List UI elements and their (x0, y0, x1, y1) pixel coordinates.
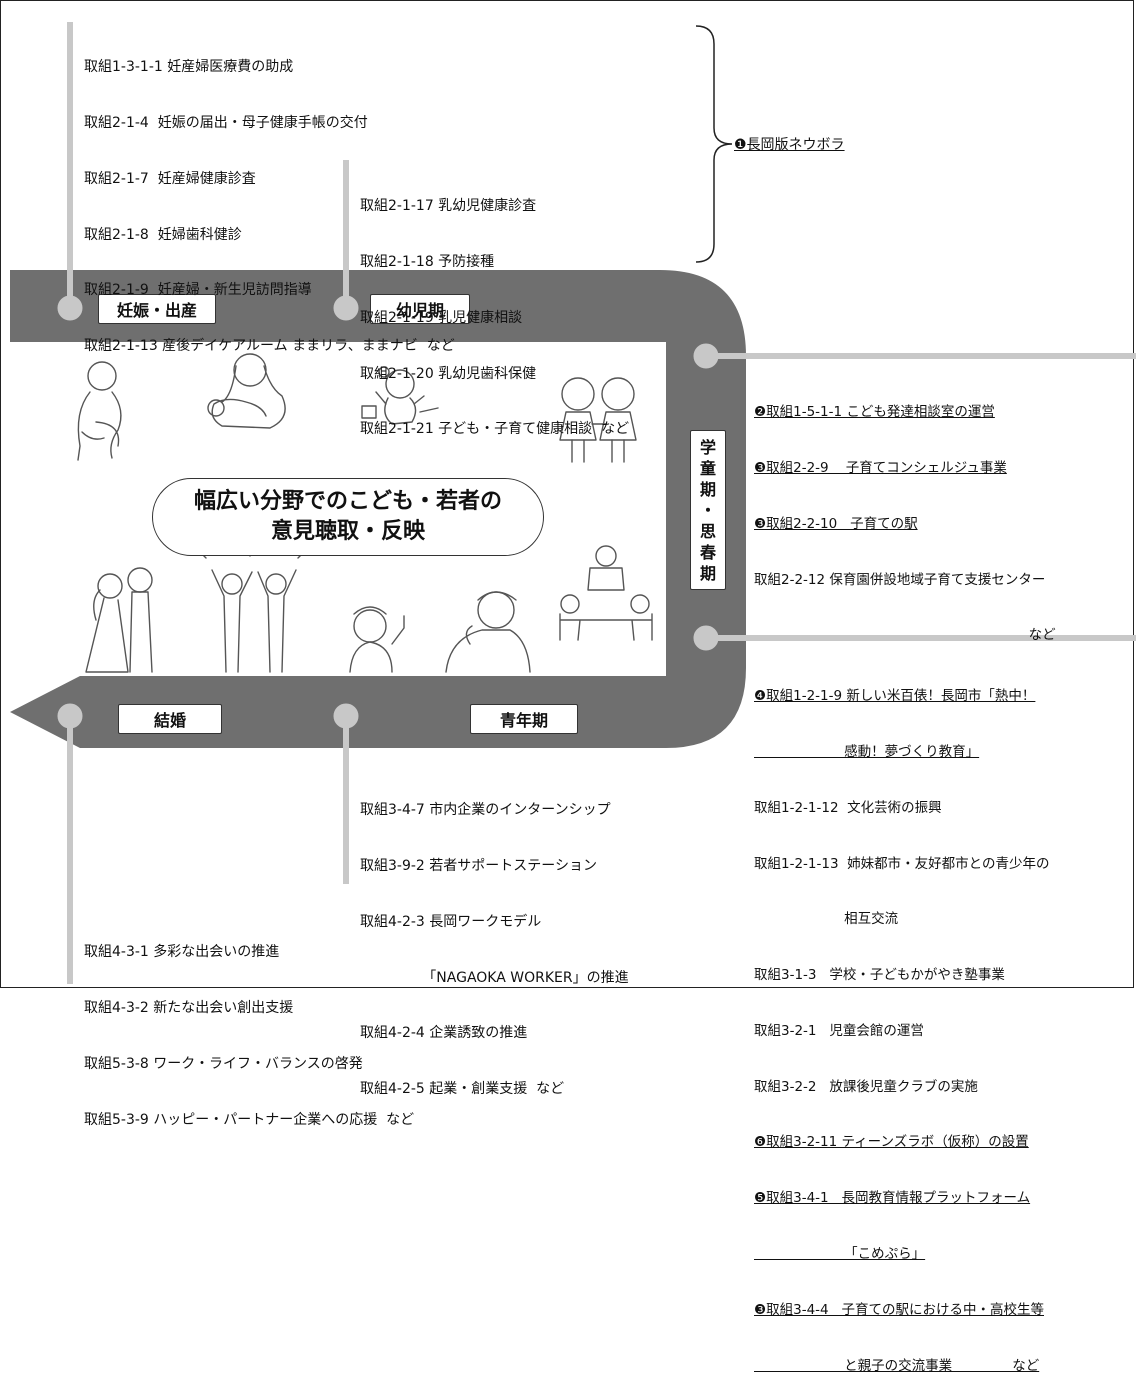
list-item: 取組3-2-1 児童会館の運営 (754, 1022, 924, 1039)
list-item: 取組1-2-1-13 姉妹都市・友好都市との青少年の (754, 855, 1050, 872)
meeting-group-illustration (559, 545, 653, 641)
list-item: 相互交流 (754, 911, 899, 928)
list-item: 取組3-1-3 学校・子どもかがやき塾事業 (754, 967, 1005, 984)
pin-school-upper (693, 343, 719, 369)
list-item: ❺取組3-4-1 長岡教育情報プラットフォーム (754, 1190, 1031, 1207)
stage-char: 思 (699, 521, 716, 541)
two-children-illustration (559, 377, 637, 463)
list-item: 取組1-3-1-1 妊産婦医療費の助成 (84, 59, 294, 76)
central-title-line1: 幅広い分野でのこども・若者の (193, 489, 502, 514)
list-item: 取組2-1-17 乳幼児健康診査 (360, 198, 537, 215)
girl-raising-finger-illustration (349, 606, 405, 673)
list-item: ❸取組2-2-9 子育てコンシェルジュ事業 (754, 459, 1007, 476)
list-item: ❹取組1-2-1-9 新しい米百俵！長岡市「熱中！ (754, 688, 1036, 705)
diagram-frame (0, 0, 1134, 988)
brace (695, 25, 733, 263)
list-infancy: 取組2-1-17 乳幼児健康診査 取組2-1-18 予防接種 取組2-1-19 … (360, 160, 629, 458)
list-item: ❸取組3-4-4 子育ての駅における中・高校生等 (754, 1301, 1044, 1318)
list-item: 取組3-9-2 若者サポートステーション (360, 857, 597, 874)
list-item: 取組4-3-2 新たな出会い創出支援 (84, 999, 294, 1016)
road-path (10, 270, 746, 748)
list-item: と親子の交流事業 など (754, 1357, 1040, 1374)
list-marriage: 取組4-3-1 多彩な出会いの推進 取組4-3-2 新たな出会い創出支援 取組5… (84, 906, 414, 1148)
list-item: など (754, 627, 1056, 644)
pin-infancy (333, 295, 359, 321)
stage-label-marriage: 結婚 (118, 704, 222, 734)
central-title-box: 幅広い分野でのこども・若者の 意見聴取・反映 (152, 478, 544, 556)
stage-char: 期 (699, 563, 716, 583)
list-item: 取組2-2-12 保育園併設地域子育て支援センター (754, 571, 1046, 588)
list-item: 感動！夢づくり教育」 (754, 743, 980, 760)
list-item: 取組5-3-8 ワーク・ライフ・バランスの啓発 (84, 1055, 363, 1072)
stage-label-school-adolescence: 学 童 期 ・ 思 春 期 (690, 430, 726, 590)
central-title-line2: 意見聴取・反映 (270, 519, 425, 544)
list-item: 取組2-1-19 乳児健康相談 (360, 309, 523, 326)
stage-char: 学 (699, 437, 716, 457)
pregnant-woman-illustration (77, 361, 122, 461)
list-item: 取組2-1-9 妊産婦・新生児訪問指導 (84, 282, 312, 299)
list-item: 取組2-1-20 乳幼児歯科保健 (360, 365, 537, 382)
list-item: ❷取組1-5-1-1 こども発達相談室の運営 (754, 404, 995, 421)
stage-char: 春 (699, 542, 716, 562)
list-item: 取組2-1-4 妊娠の届出・母子健康手帳の交付 (84, 114, 368, 131)
pin-school-lower (693, 625, 719, 651)
list-item: 取組5-3-9 ハッピー・パートナー企業への応援 など (84, 1111, 415, 1128)
pin-youth (333, 703, 359, 729)
stage-char: 童 (699, 458, 716, 478)
list-item: 取組2-1-7 妊産婦健康診査 (84, 170, 256, 187)
stage-label-youth: 青年期 (470, 704, 578, 734)
list-item: 取組2-1-8 妊婦歯科健診 (84, 226, 242, 243)
young-man-fist-illustration (445, 591, 531, 673)
list-item: 「NAGAOKA WORKER」の推進 (360, 969, 629, 986)
stage-char: ・ (699, 500, 716, 520)
list-item: 取組4-2-3 長岡ワークモデル (360, 913, 542, 930)
pin-marriage (57, 703, 83, 729)
baby-playing-illustration (361, 366, 439, 425)
list-item: 取組3-4-7 市内企業のインターンシップ (360, 802, 611, 819)
wedding-couple-illustration (85, 567, 153, 673)
list-item: 取組2-1-13 産後デイケアルーム ままリラ、ままナビ など (84, 338, 455, 355)
list-item: 取組2-1-21 子ども・子育て健康相談 など (360, 421, 630, 438)
list-pregnancy: 取組1-3-1-1 妊産婦医療費の助成 取組2-1-4 妊娠の届出・母子健康手帳… (84, 21, 455, 374)
stage-char: 期 (699, 479, 716, 499)
list-item: 取組3-2-2 放課後児童クラブの実施 (754, 1078, 978, 1095)
list-item: 取組4-3-1 多彩な出会いの推進 (84, 944, 280, 961)
mother-holding-baby-illustration (207, 353, 286, 429)
list-item: ❻取組3-2-11 ティーンズラボ（仮称）の設置 (754, 1134, 1029, 1151)
list-school-lower: ❹取組1-2-1-9 新しい米百俵！長岡市「熱中！ 感動！夢づくり教育」 取組1… (754, 650, 1050, 1394)
brace-label-neubora: ❶長岡版ネウボラ (734, 137, 845, 153)
list-item: 「こめぷら」 (754, 1246, 926, 1262)
stage-label-infancy: 幼児期 (370, 294, 470, 324)
stage-label-pregnancy: 妊娠・出産 (98, 294, 216, 324)
list-school-upper: ❷取組1-5-1-1 こども発達相談室の運営 ❸取組2-2-9 子育てコンシェル… (754, 366, 1056, 664)
list-item: ❸取組2-2-10 子育ての駅 (754, 515, 918, 532)
pin-pregnancy (57, 295, 83, 321)
list-item: 取組1-2-1-12 文化芸術の振興 (754, 799, 942, 816)
list-item: 取組2-1-18 予防接種 (360, 253, 495, 270)
